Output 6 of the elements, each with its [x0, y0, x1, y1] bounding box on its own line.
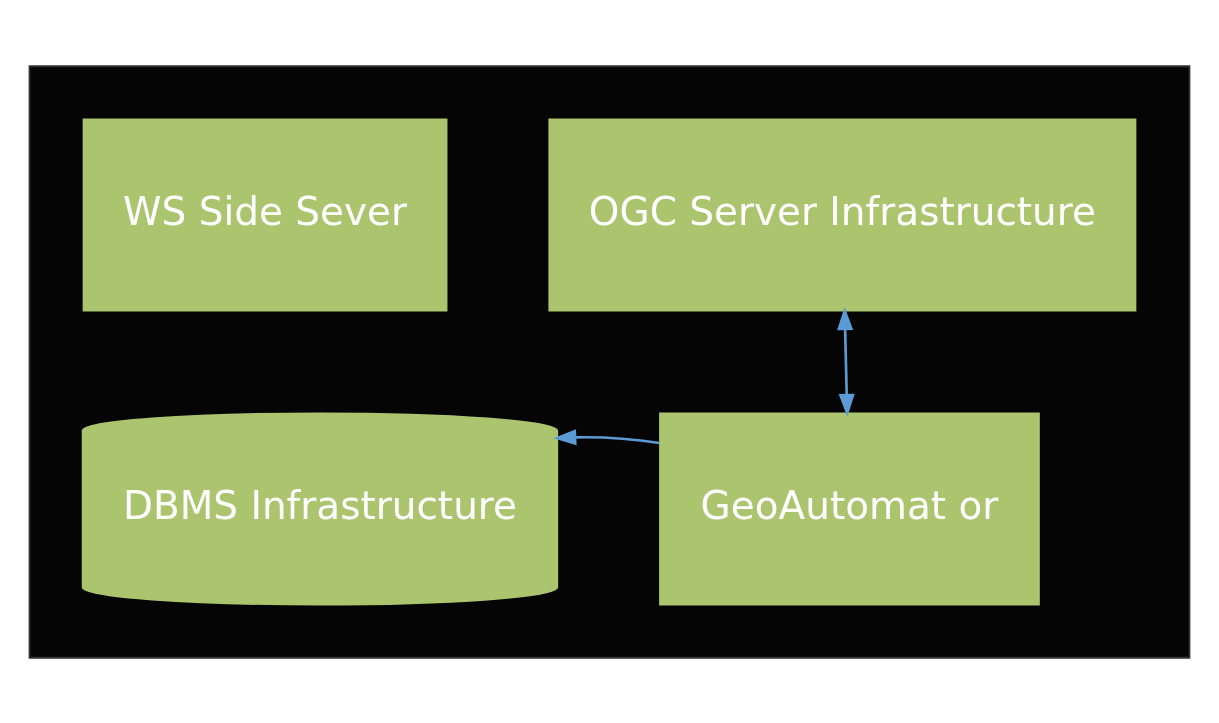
arrow	[553, 428, 660, 445]
node-box: WS Side Sever	[82, 118, 448, 312]
arrow	[837, 306, 855, 417]
cluster	[28, 64, 1191, 659]
node-box: OGC Server Infrastructure	[548, 118, 1137, 312]
node-box: GeoAutomat or	[659, 411, 1040, 605]
